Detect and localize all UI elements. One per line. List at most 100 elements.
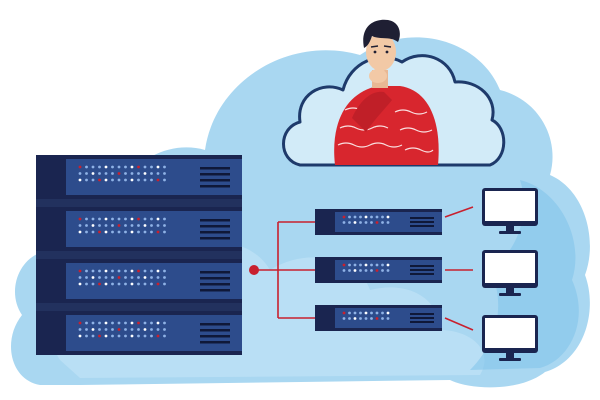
status-led: [104, 276, 108, 279]
status-led: [98, 165, 101, 169]
status-led: [111, 178, 114, 182]
status-led: [85, 269, 88, 273]
status-led: [130, 269, 134, 273]
status-led: [124, 178, 127, 182]
status-led: [353, 317, 357, 320]
status-led: [98, 172, 101, 175]
status-led: [353, 221, 357, 224]
status-led: [156, 217, 160, 221]
status-led: [156, 165, 160, 169]
status-led: [111, 172, 114, 175]
status-led: [111, 282, 114, 286]
small-server-icon: [315, 305, 442, 331]
status-led: [111, 230, 114, 234]
status-led: [124, 334, 127, 338]
status-led: [342, 221, 346, 224]
status-led: [150, 269, 153, 273]
status-led: [143, 276, 147, 279]
status-led: [130, 276, 134, 279]
status-led: [104, 217, 108, 221]
status-led: [117, 165, 121, 169]
status-led: [124, 217, 127, 221]
status-led: [386, 215, 390, 219]
status-led: [98, 328, 101, 331]
status-led: [130, 217, 134, 221]
status-led: [150, 328, 153, 331]
status-led: [156, 172, 160, 175]
status-led: [130, 328, 134, 331]
status-led: [98, 230, 101, 234]
status-led: [117, 224, 121, 227]
status-led: [348, 221, 351, 224]
status-led: [156, 224, 160, 227]
status-led: [150, 217, 153, 221]
status-led: [137, 178, 140, 182]
status-led: [137, 269, 140, 273]
status-led: [364, 269, 368, 272]
status-led: [348, 263, 351, 267]
status-led: [359, 263, 362, 267]
status-led: [91, 269, 95, 273]
status-led: [163, 172, 166, 175]
status-led: [111, 217, 114, 221]
status-led: [130, 165, 134, 169]
status-led: [163, 276, 166, 279]
status-led: [78, 165, 82, 169]
status-led: [124, 172, 127, 175]
status-led: [137, 334, 140, 338]
status-led: [370, 221, 373, 224]
status-led: [111, 224, 114, 227]
status-led: [375, 269, 379, 272]
status-led: [98, 276, 101, 279]
status-led: [137, 230, 140, 234]
status-led: [143, 178, 147, 182]
status-led: [98, 334, 101, 338]
status-led: [156, 269, 160, 273]
small-servers-group: [315, 209, 442, 331]
status-led: [342, 269, 346, 272]
status-led: [130, 282, 134, 286]
status-led: [111, 269, 114, 273]
status-led: [91, 321, 95, 325]
status-led: [342, 263, 346, 267]
status-led: [150, 282, 153, 286]
status-led: [143, 172, 147, 175]
status-led: [348, 269, 351, 272]
status-led: [359, 269, 362, 272]
status-led: [78, 178, 82, 182]
status-led: [364, 311, 368, 315]
status-led: [143, 282, 147, 286]
server-unit: [36, 207, 242, 251]
status-led: [78, 276, 82, 279]
status-led: [91, 178, 95, 182]
status-led: [143, 334, 147, 338]
status-led: [124, 276, 127, 279]
status-led: [117, 230, 121, 234]
status-led: [150, 165, 153, 169]
status-led: [143, 165, 147, 169]
status-led: [85, 230, 88, 234]
status-led: [91, 224, 95, 227]
status-led: [386, 269, 390, 272]
status-led: [386, 311, 390, 315]
status-led: [370, 311, 373, 315]
status-led: [359, 215, 362, 219]
status-led: [104, 269, 108, 273]
status-led: [163, 282, 166, 286]
status-led: [163, 328, 166, 331]
status-led: [130, 224, 134, 227]
status-led: [143, 224, 147, 227]
status-led: [98, 224, 101, 227]
status-led: [91, 334, 95, 338]
status-led: [359, 221, 362, 224]
status-led: [104, 230, 108, 234]
status-led: [163, 334, 166, 338]
status-led: [124, 224, 127, 227]
status-led: [85, 328, 88, 331]
person-thinking-icon: [334, 19, 439, 165]
status-led: [156, 334, 160, 338]
status-led: [342, 311, 346, 315]
status-led: [348, 317, 351, 320]
status-led: [163, 269, 166, 273]
